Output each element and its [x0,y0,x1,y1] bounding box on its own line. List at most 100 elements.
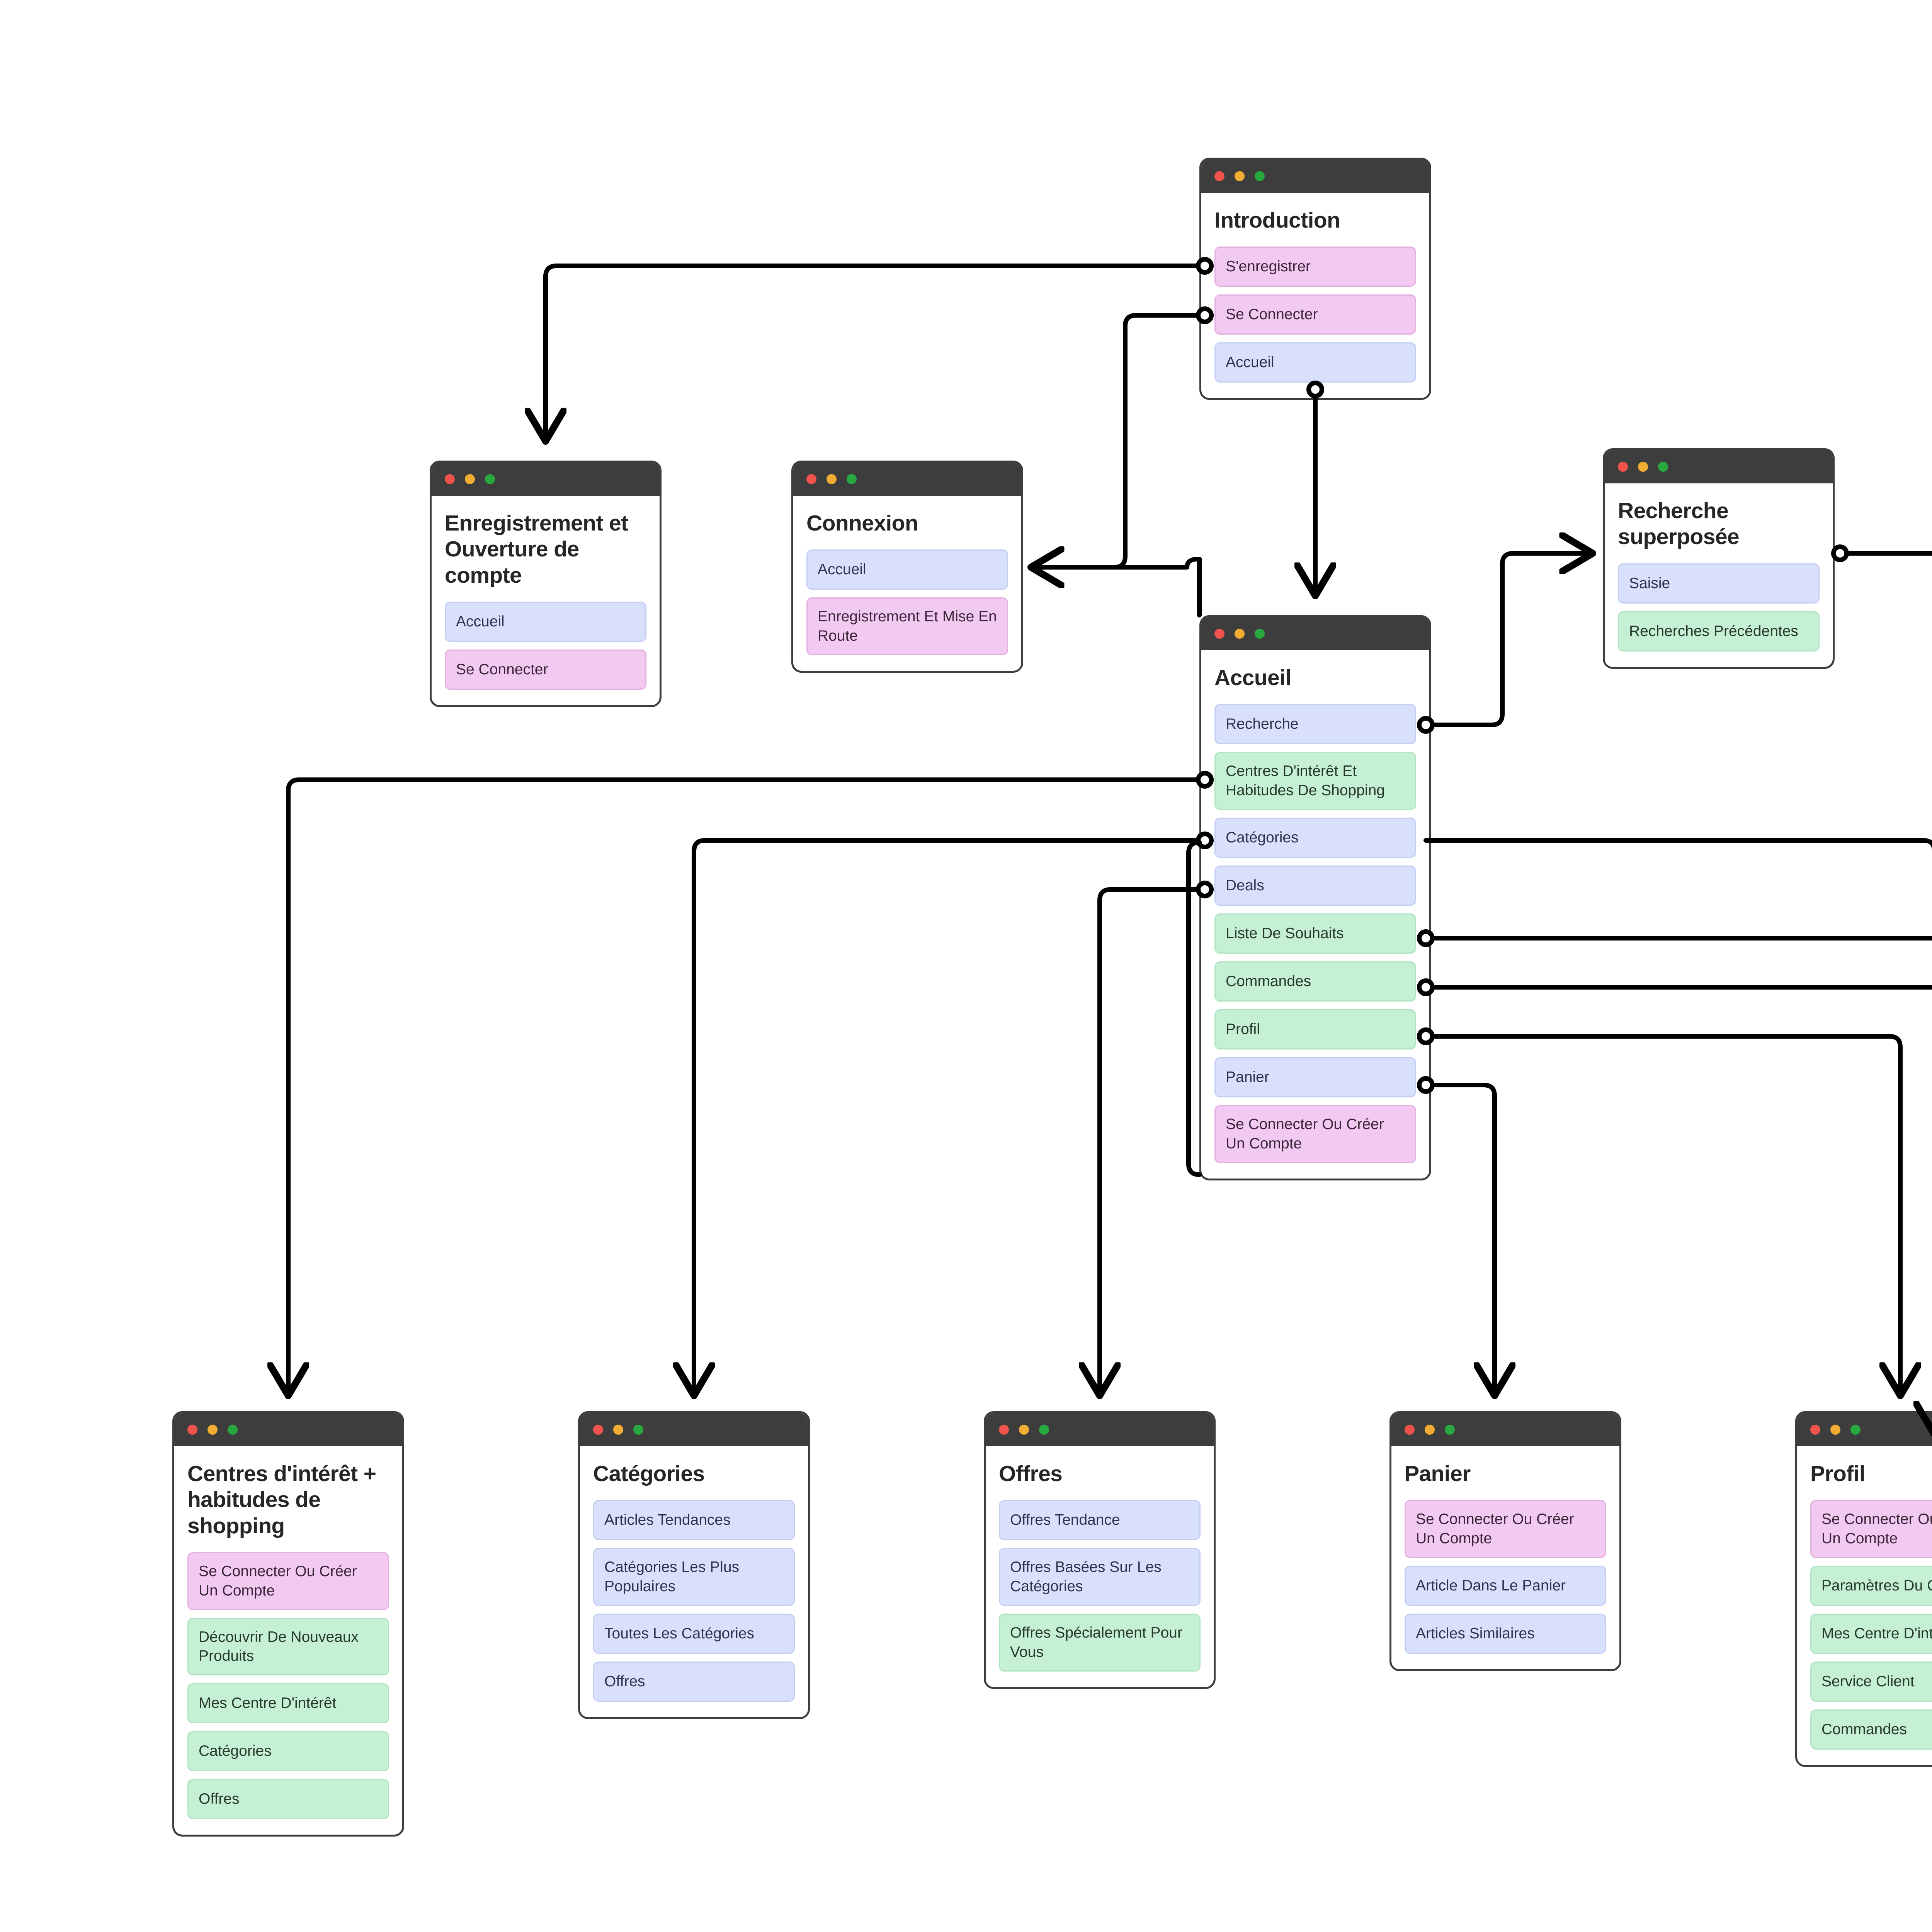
card-item[interactable]: Se Connecter [1214,294,1416,335]
card-item[interactable]: Accueil [1214,342,1416,383]
card-item[interactable]: Articles Tendances [593,1500,795,1541]
window-maximize-icon[interactable] [633,1425,643,1435]
window-maximize-icon[interactable] [1850,1425,1861,1435]
card-item-label: Paramètres Du Compte [1821,1577,1932,1594]
card-item[interactable]: Deals [1214,866,1416,906]
card-item[interactable]: Se Connecter Ou Créer Un Compte [1405,1500,1606,1558]
card-item-label: Catégories [199,1743,272,1760]
card-item[interactable]: Catégories Les Plus Populaires [593,1548,795,1606]
card-item[interactable]: Recherche [1214,704,1416,745]
card-item-label: Offres [199,1791,240,1808]
window-minimize-icon[interactable] [1235,629,1245,639]
window-minimize-icon[interactable] [1638,462,1648,472]
card-item[interactable]: Se Connecter [445,649,646,690]
window-minimize-icon[interactable] [465,474,475,484]
card-item[interactable]: Découvrir De Nouveaux Produits [187,1617,389,1676]
window-minimize-icon[interactable] [1830,1425,1840,1435]
card-item[interactable]: Articles Similaires [1405,1614,1606,1654]
card-item-label: Commandes [1821,1721,1907,1738]
card-item[interactable]: Accueil [806,549,1008,590]
card-item-label: Articles Similaires [1416,1625,1535,1642]
window-close-icon[interactable] [1405,1425,1415,1435]
card-item-label: Se Connecter Ou Créer Un Compte [1416,1511,1574,1547]
card-item[interactable]: Commandes [1810,1709,1932,1750]
card-item-label: Se Connecter [1226,306,1318,323]
window-maximize-icon[interactable] [1039,1425,1049,1435]
window-minimize-icon[interactable] [613,1425,623,1435]
card-item[interactable]: Profil [1214,1009,1416,1050]
card-item[interactable]: Se Connecter Ou Créer Un Compte [1810,1500,1932,1558]
card-title: Centres d'intérêt + habitudes de shoppin… [187,1461,376,1538]
window-minimize-icon[interactable] [827,474,837,484]
card-item[interactable]: Panier [1214,1057,1416,1098]
card-title: Catégories [593,1461,705,1486]
card-item-label: Accueil [1226,354,1274,371]
window-close-icon[interactable] [1810,1425,1820,1435]
card-item[interactable]: Offres [593,1662,795,1702]
window-close-icon[interactable] [806,474,816,484]
window-maximize-icon[interactable] [847,474,857,484]
card-item[interactable]: Accueil [445,601,646,642]
window-close-icon[interactable] [593,1425,603,1435]
card-item[interactable]: Offres [187,1779,389,1820]
card-item-label: Se Connecter Ou Créer Un Compte [1821,1511,1932,1547]
card-item[interactable]: Mes Centre D'intérêts [1810,1614,1932,1654]
card-item-label: Article Dans Le Panier [1416,1577,1566,1594]
window-titlebar [1201,617,1429,650]
card-item[interactable]: Catégories [1214,818,1416,858]
card-item[interactable]: Centres D'intérêt Et Habitudes De Shoppi… [1214,752,1416,810]
card-item[interactable]: Recherches Précédentes [1618,611,1820,651]
window-maximize-icon[interactable] [1255,171,1265,181]
card-item[interactable]: Mes Centre D'intérêt [187,1683,389,1724]
window-titlebar [1201,160,1429,193]
card-item[interactable]: Offres Basées Sur Les Catégories [999,1548,1201,1606]
window-close-icon[interactable] [1618,462,1628,472]
card-item[interactable]: Toutes Les Catégories [593,1614,795,1654]
card-item-label: Saisie [1629,575,1670,592]
card-item[interactable]: Offres Tendance [999,1500,1201,1541]
card-title: Panier [1405,1461,1471,1486]
card-item[interactable]: Article Dans Le Panier [1405,1566,1606,1606]
window-close-icon[interactable] [1214,629,1225,639]
window-maximize-icon[interactable] [228,1425,238,1435]
window-close-icon[interactable] [187,1425,197,1435]
card-body: Centres d'intérêt + habitudes de shoppin… [174,1446,402,1835]
window-minimize-icon[interactable] [1235,171,1245,181]
card-centres-interet[interactable]: Centres d'intérêt + habitudes de shoppin… [172,1411,404,1837]
card-item[interactable]: Offres Spécialement Pour Vous [999,1614,1201,1672]
card-item[interactable]: Se Connecter Ou Créer Un Compte [1214,1105,1416,1163]
window-maximize-icon[interactable] [485,474,495,484]
card-item[interactable]: Liste De Souhaits [1214,913,1416,954]
window-minimize-icon[interactable] [1019,1425,1029,1435]
window-minimize-icon[interactable] [1425,1425,1435,1435]
window-close-icon[interactable] [1214,171,1225,181]
card-title: Offres [999,1461,1063,1486]
card-item[interactable]: Se Connecter Ou Créer Un Compte [187,1552,389,1610]
window-maximize-icon[interactable] [1445,1425,1455,1435]
card-item[interactable]: Commandes [1214,961,1416,1002]
card-title: Connexion [806,511,918,536]
window-close-icon[interactable] [999,1425,1009,1435]
window-minimize-icon[interactable] [207,1425,218,1435]
card-item[interactable]: Paramètres Du Compte [1810,1566,1932,1606]
window-maximize-icon[interactable] [1658,462,1668,472]
window-close-icon[interactable] [445,474,455,484]
card-item[interactable]: S'enregistrer [1214,247,1416,287]
window-titlebar [793,463,1021,496]
card-item[interactable]: Enregistrement Et Mise En Route [806,597,1008,656]
card-item[interactable]: Catégories [187,1731,389,1772]
card-item[interactable]: Saisie [1618,563,1820,604]
card-item[interactable]: Service Client [1810,1662,1932,1702]
card-title: Introduction [1214,208,1340,233]
window-maximize-icon[interactable] [1255,629,1265,639]
